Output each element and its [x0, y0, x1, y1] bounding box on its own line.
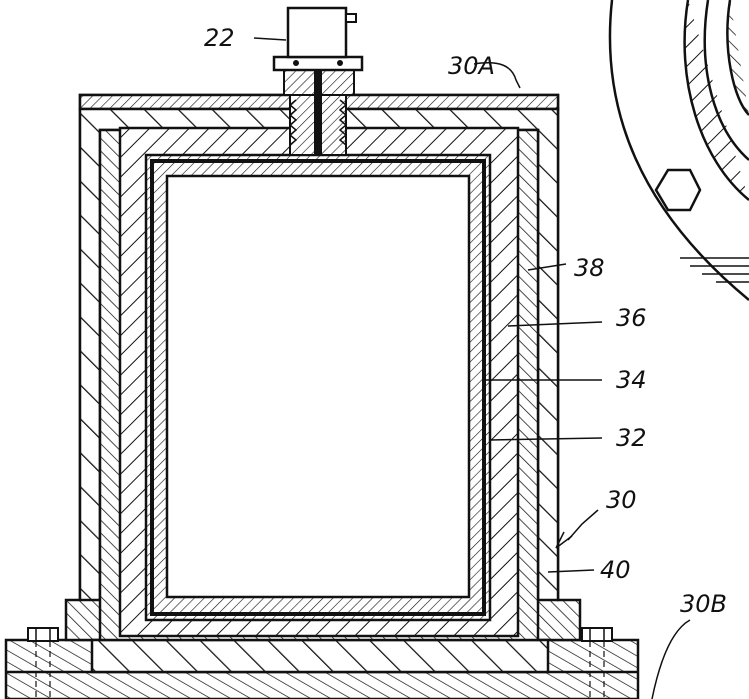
- label-34: 34: [616, 366, 647, 394]
- label-30: 30: [606, 486, 637, 514]
- partial-end-view: [608, 0, 749, 301]
- inner-cavity: [165, 174, 471, 599]
- bolt-right: [581, 627, 613, 699]
- sensor-22: [272, 6, 364, 72]
- label-30b: 30B: [680, 590, 727, 618]
- label-38: 38: [574, 254, 605, 282]
- threaded-fitting: [283, 69, 355, 156]
- label-30a: 30A: [448, 52, 495, 80]
- leader-lines: [253, 37, 691, 699]
- label-40: 40: [600, 556, 631, 584]
- bolt-left: [27, 627, 59, 699]
- bottom-block: [90, 638, 550, 674]
- label-32: 32: [616, 424, 647, 452]
- label-36: 36: [616, 304, 647, 332]
- label-22: 22: [204, 24, 235, 52]
